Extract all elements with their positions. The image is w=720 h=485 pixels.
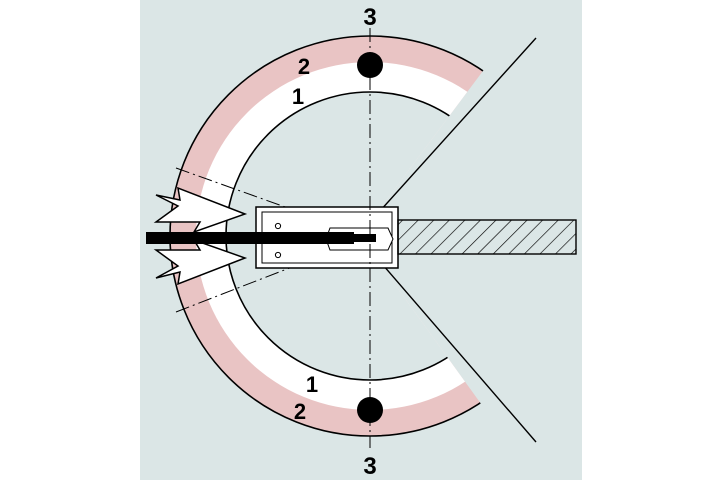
rod-tip <box>354 234 376 242</box>
label-top-outer: 2 <box>298 54 310 79</box>
bottom-dot <box>357 397 383 423</box>
holder-screw-upper <box>274 222 282 230</box>
top-dot <box>357 52 383 78</box>
black-rod <box>146 232 354 244</box>
label-top-axis: 3 <box>363 4 376 31</box>
label-bottom-inner: 1 <box>306 372 318 397</box>
cut-line-lower <box>369 249 537 443</box>
holder-screw-lower <box>274 251 282 259</box>
label-bottom-outer: 2 <box>294 399 306 424</box>
hatched-shaft <box>397 219 577 255</box>
label-bottom-axis: 3 <box>363 453 376 480</box>
label-top-inner: 1 <box>292 84 304 109</box>
cut-line-upper <box>369 37 537 223</box>
